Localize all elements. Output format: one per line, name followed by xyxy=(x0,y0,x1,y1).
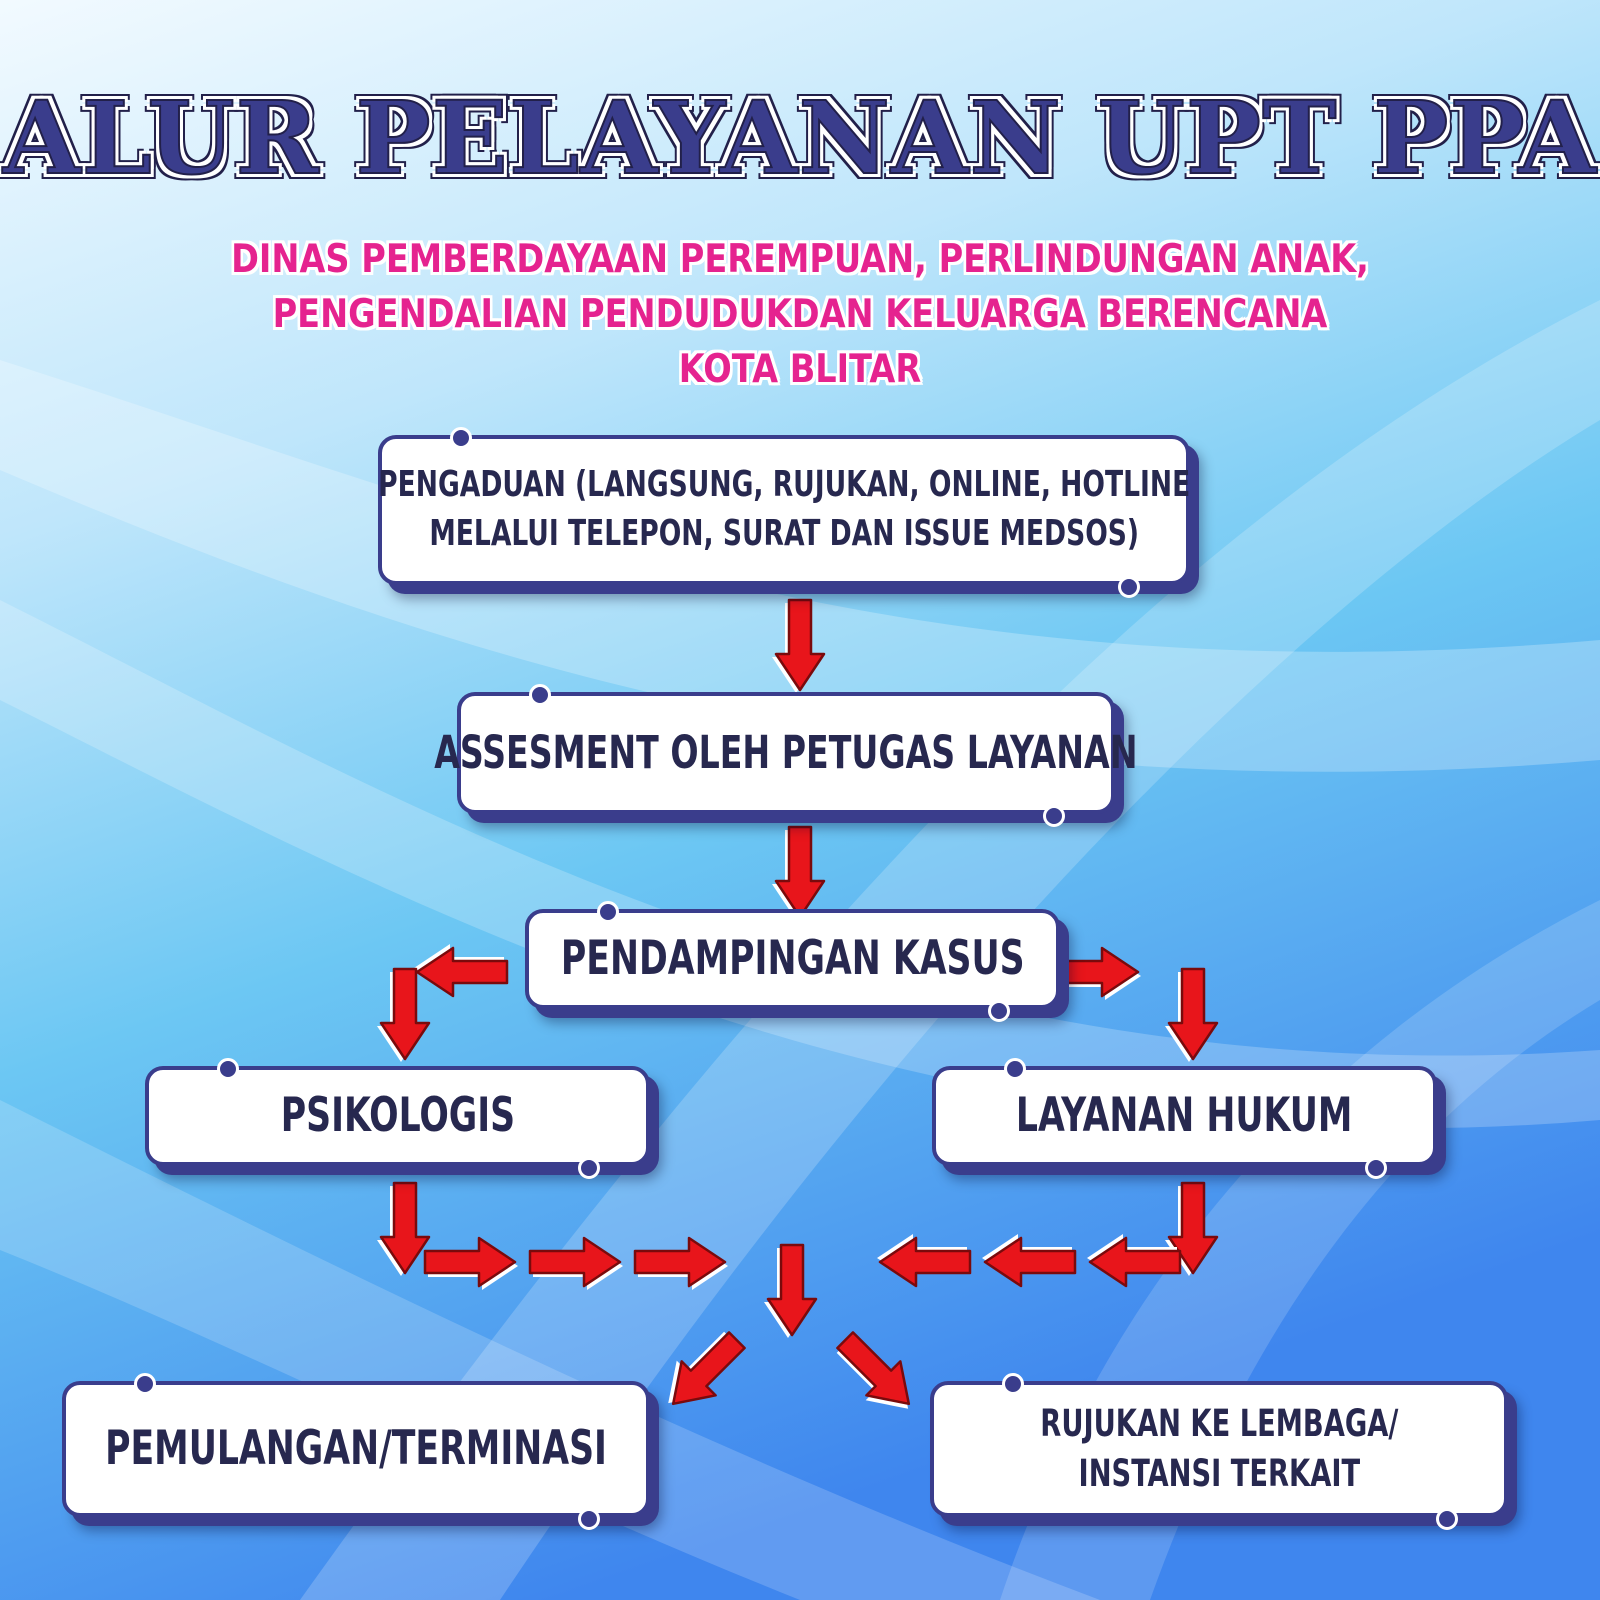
node-pengaduan-line-1: PENGADUAN (LANGSUNG, RUJUKAN, ONLINE, HO… xyxy=(377,464,1191,506)
node-psikologis: PSIKOLOGIS xyxy=(145,1058,650,1179)
node-psikologis-label: PSIKOLOGIS xyxy=(280,1088,515,1144)
corner-dot xyxy=(217,1058,239,1080)
node-layanan-hukum-label: LAYANAN HUKUM xyxy=(1016,1088,1353,1144)
corner-dot xyxy=(1043,805,1065,827)
node-pengaduan: PENGADUAN (LANGSUNG, RUJUKAN, ONLINE, HO… xyxy=(377,427,1191,598)
corner-dot xyxy=(597,901,619,923)
node-assesment-label: ASSESMENT OLEH PETUGAS LAYANAN xyxy=(434,725,1138,779)
corner-dot xyxy=(134,1373,156,1395)
node-pendampingan-label: PENDAMPINGAN KASUS xyxy=(560,931,1025,987)
node-pendampingan: PENDAMPINGAN KASUS xyxy=(525,901,1060,1022)
node-rujukan: RUJUKAN KE LEMBAGA/ INSTANSI TERKAIT xyxy=(930,1373,1508,1530)
corner-dot xyxy=(988,1000,1010,1022)
corner-dot xyxy=(450,427,472,449)
node-assesment: ASSESMENT OLEH PETUGAS LAYANAN xyxy=(434,684,1138,827)
subtitle-line-3: KOTA BLITAR xyxy=(678,347,922,392)
node-rujukan-line-1: RUJUKAN KE LEMBAGA/ xyxy=(1039,1402,1399,1446)
corner-dot xyxy=(529,684,551,706)
subtitle-line-2: PENGENDALIAN PENDUDUKDAN KELUARGA BERENC… xyxy=(272,292,1328,337)
corner-dot xyxy=(1118,576,1140,598)
subtitle: DINAS PEMBERDAYAAN PEREMPUAN, PERLINDUNG… xyxy=(112,232,1488,397)
corner-dot xyxy=(578,1157,600,1179)
corner-dot xyxy=(1436,1508,1458,1530)
corner-dot xyxy=(1002,1373,1024,1395)
page-title: ALUR PELAYANAN UPT PPA xyxy=(2,78,1598,198)
node-pengaduan-line-2: MELALUI TELEPON, SURAT DAN ISSUE MEDSOS) xyxy=(429,513,1139,554)
node-rujukan-line-2: INSTANSI TERKAIT xyxy=(1078,1452,1360,1495)
node-pemulangan-label: PEMULANGAN/TERMINASI xyxy=(105,1421,607,1477)
node-layanan-hukum: LAYANAN HUKUM xyxy=(932,1058,1437,1179)
corner-dot xyxy=(578,1508,600,1530)
corner-dot xyxy=(1004,1058,1026,1080)
node-pemulangan: PEMULANGAN/TERMINASI xyxy=(62,1373,650,1530)
corner-dot xyxy=(1365,1157,1387,1179)
subtitle-line-1: DINAS PEMBERDAYAAN PEREMPUAN, PERLINDUNG… xyxy=(231,237,1369,282)
